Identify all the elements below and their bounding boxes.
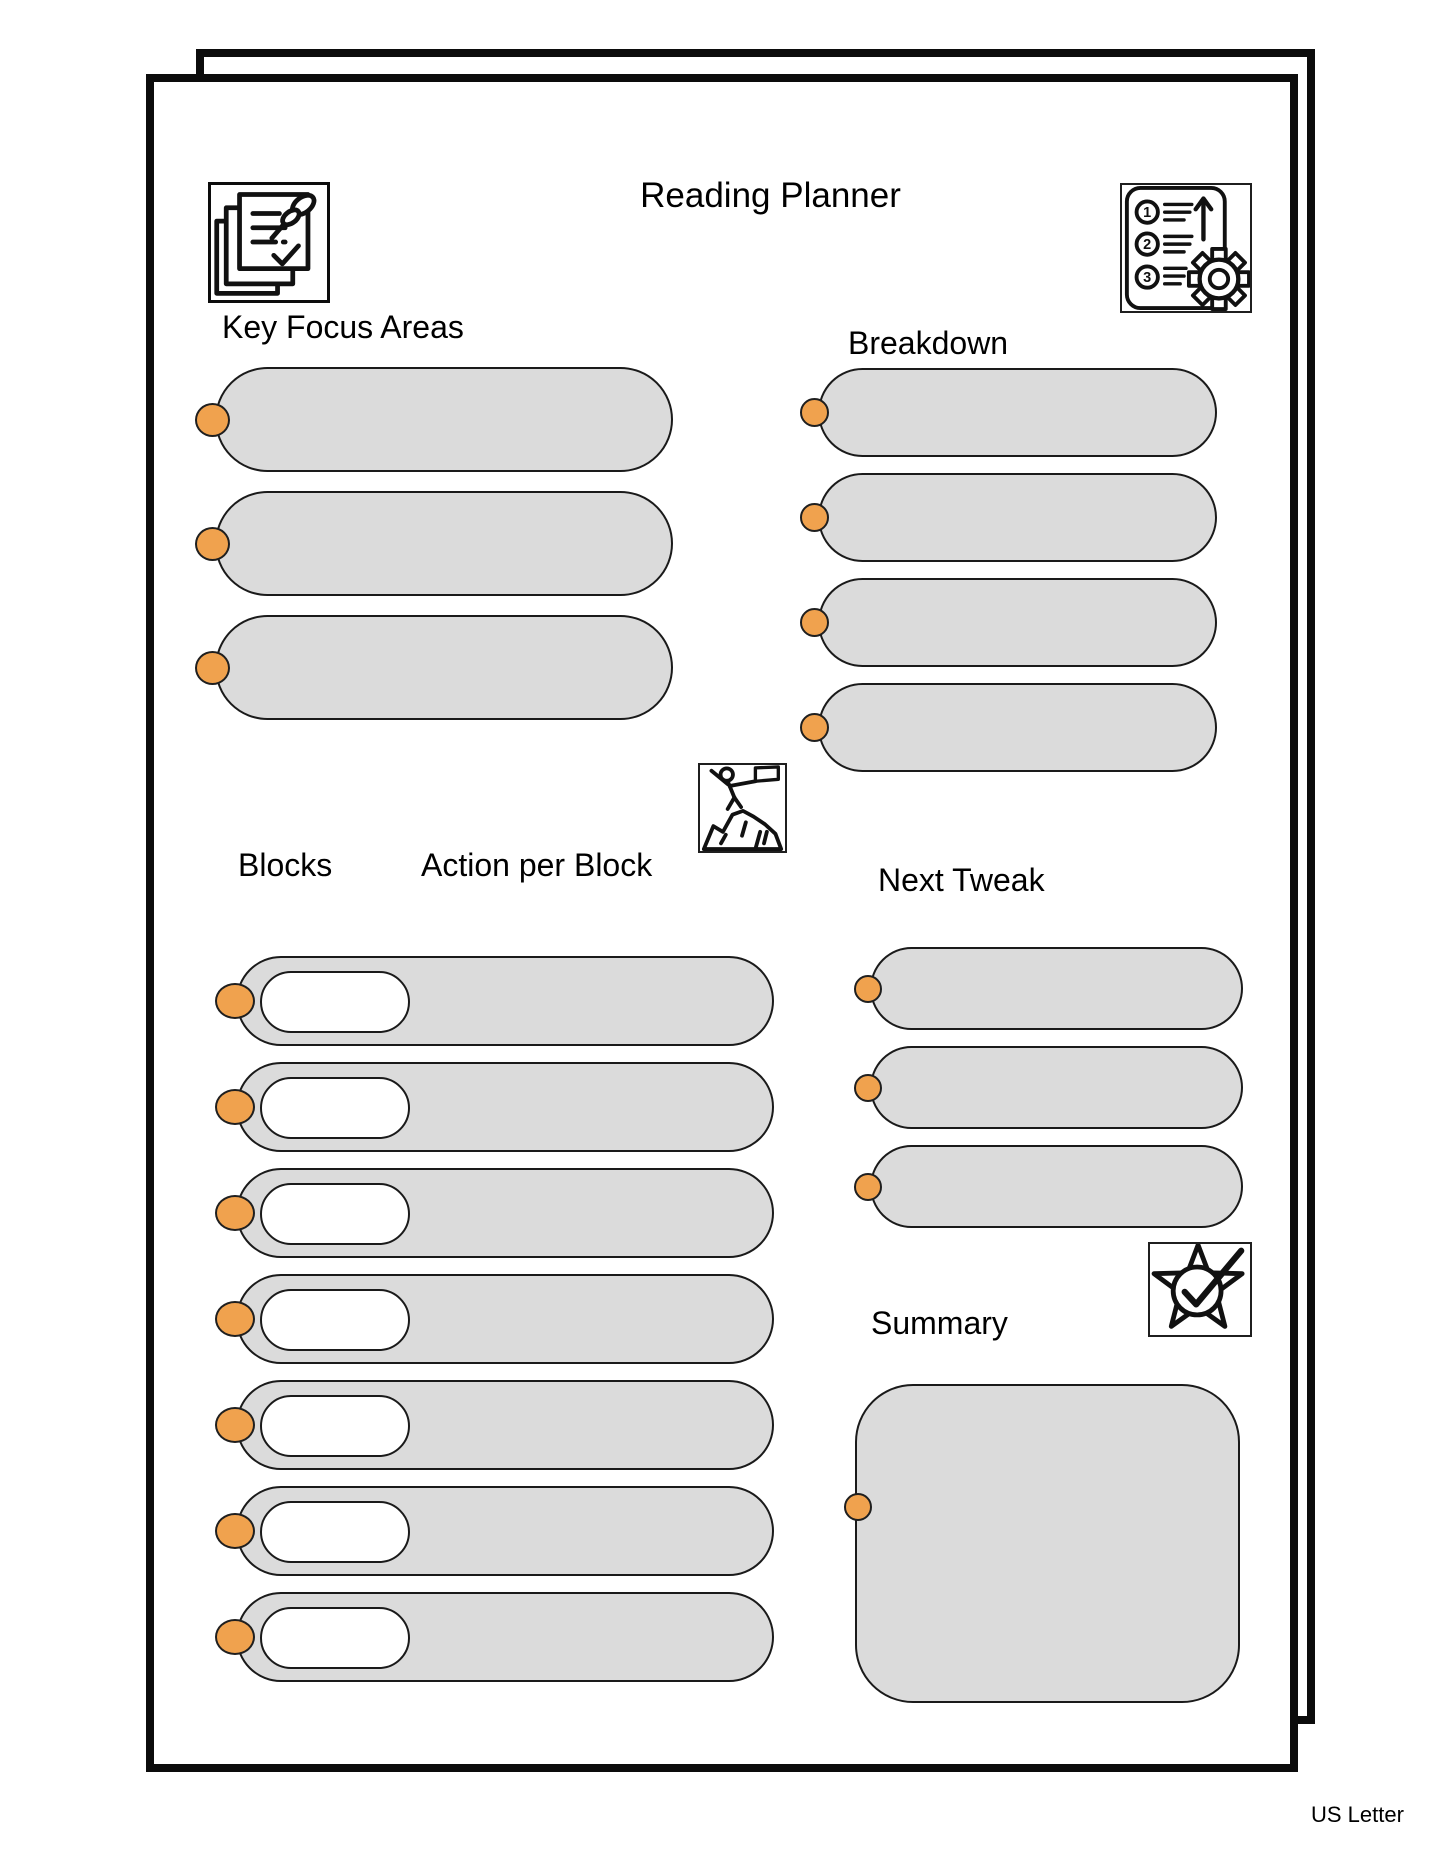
planner-title: Reading Planner — [640, 176, 901, 215]
block-name-field[interactable] — [260, 1395, 410, 1457]
block-name-field[interactable] — [260, 1289, 410, 1351]
field-marker-dot — [195, 402, 230, 437]
field-marker-dot — [195, 650, 230, 685]
block-action-field[interactable] — [215, 1592, 774, 1682]
next-tweak-field[interactable] — [854, 1145, 1243, 1228]
focus-area-field[interactable] — [195, 491, 673, 596]
block-name-field[interactable] — [260, 1501, 410, 1563]
focus-area-field[interactable] — [195, 367, 673, 472]
block-action-field[interactable] — [215, 1380, 774, 1470]
field-marker-dot — [215, 983, 255, 1019]
key-focus-areas-fields — [195, 367, 673, 720]
block-name-field[interactable] — [260, 971, 410, 1033]
field-marker-dot — [854, 974, 882, 1003]
block-name-field[interactable] — [260, 1077, 410, 1139]
breakdown-fields — [800, 368, 1217, 772]
field-marker-dot — [215, 1513, 255, 1549]
field-marker-dot — [800, 608, 829, 637]
summary-field[interactable] — [844, 1384, 1240, 1703]
next-tweak-field[interactable] — [854, 1046, 1243, 1129]
breakdown-field[interactable] — [800, 473, 1217, 562]
block-name-field[interactable] — [260, 1183, 410, 1245]
field-marker-dot — [215, 1089, 255, 1125]
key-focus-areas-heading: Key Focus Areas — [222, 309, 464, 345]
breakdown-field[interactable] — [800, 683, 1217, 772]
field-marker-dot — [215, 1301, 255, 1337]
field-marker-dot — [854, 1073, 882, 1102]
svg-text:1: 1 — [1143, 205, 1151, 221]
block-name-field[interactable] — [260, 1607, 410, 1669]
block-action-field[interactable] — [215, 1168, 774, 1258]
breakdown-heading: Breakdown — [848, 325, 1009, 361]
numbered-list-gear-icon: 1 2 3 — [1120, 183, 1252, 313]
breakdown-field[interactable] — [800, 368, 1217, 457]
breakdown-field[interactable] — [800, 578, 1217, 667]
clipboard-pin-icon — [208, 182, 330, 303]
focus-area-field[interactable] — [195, 615, 673, 720]
svg-text:2: 2 — [1143, 237, 1151, 253]
block-action-field[interactable] — [215, 1486, 774, 1576]
next-tweak-heading: Next Tweak — [878, 862, 1045, 898]
field-marker-dot — [800, 713, 829, 742]
field-marker-dot — [215, 1407, 255, 1443]
field-marker-dot — [195, 526, 230, 561]
block-action-field[interactable] — [215, 956, 774, 1046]
next-tweak-field[interactable] — [854, 947, 1243, 1030]
field-marker-dot — [800, 398, 829, 427]
summary-heading: Summary — [871, 1305, 1008, 1341]
block-action-field[interactable] — [215, 1062, 774, 1152]
action-per-block-heading: Action per Block — [421, 847, 653, 883]
page-size-label: US Letter — [1311, 1802, 1404, 1827]
star-check-icon — [1148, 1242, 1252, 1337]
field-marker-dot — [215, 1195, 255, 1231]
svg-text:3: 3 — [1143, 270, 1151, 286]
field-marker-dot — [854, 1172, 882, 1201]
next-tweak-fields — [854, 947, 1243, 1228]
blocks-rows — [215, 956, 774, 1682]
block-action-field[interactable] — [215, 1274, 774, 1364]
blocks-heading: Blocks — [238, 847, 333, 883]
field-marker-dot — [844, 1493, 872, 1521]
field-marker-dot — [800, 503, 829, 532]
field-marker-dot — [215, 1619, 255, 1655]
mountain-flag-icon — [698, 763, 787, 853]
